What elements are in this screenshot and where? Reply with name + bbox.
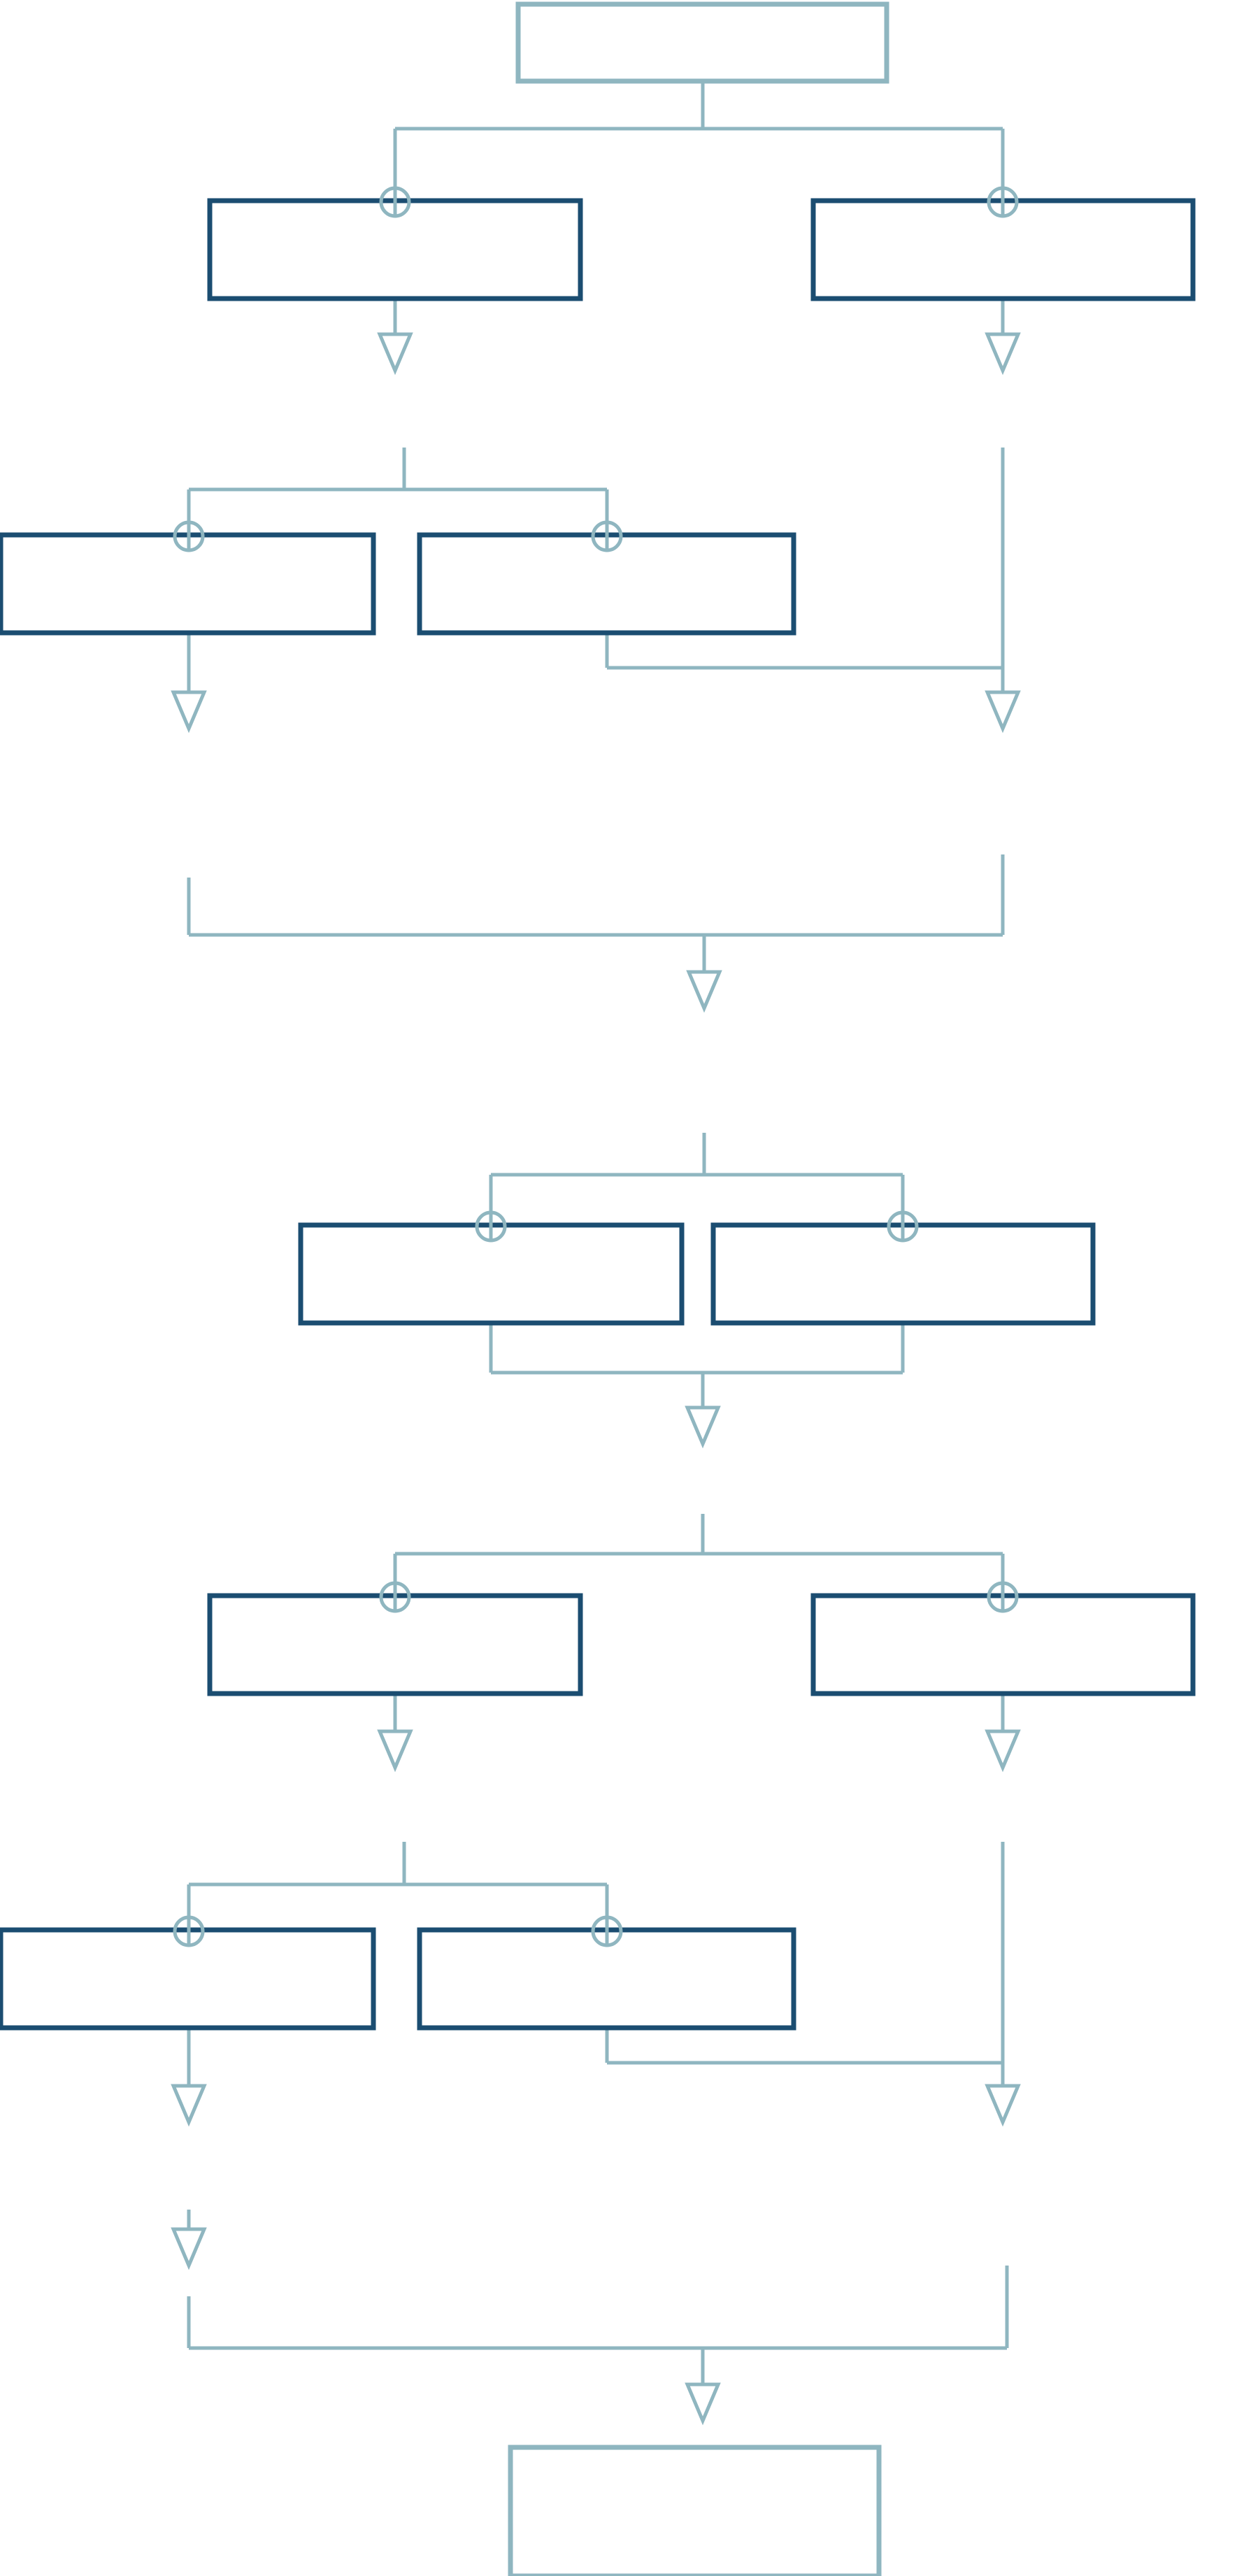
connection-marker-icon[interactable] <box>173 520 205 552</box>
arrowhead-icon <box>985 690 1021 734</box>
arrowhead-layer <box>171 332 1021 2426</box>
arrowhead-icon <box>685 1405 721 1449</box>
connection-marker-icon[interactable] <box>379 1581 411 1613</box>
connection-marker-icon[interactable] <box>591 520 623 552</box>
arrowhead-icon <box>377 332 413 375</box>
arrowhead-icon <box>686 970 722 1013</box>
node-n12[interactable] <box>508 2445 882 2576</box>
connection-marker-icon[interactable] <box>887 1210 919 1243</box>
node-layer <box>0 1 1196 2576</box>
node-n1-rect[interactable] <box>515 1 889 84</box>
connection-marker-icon[interactable] <box>591 1915 623 1947</box>
connection-marker-icon[interactable] <box>475 1210 507 1243</box>
arrowhead-icon <box>377 1729 413 1773</box>
arrowhead-icon <box>985 1729 1021 1773</box>
arrowhead-icon <box>985 2084 1021 2127</box>
node-n12-rect[interactable] <box>508 2445 882 2576</box>
connection-marker-icon[interactable] <box>987 1581 1019 1613</box>
arrowhead-icon <box>171 690 207 734</box>
connection-marker-icon[interactable] <box>987 186 1019 218</box>
connection-marker-layer <box>173 186 1019 1947</box>
connector-layer <box>187 81 1009 2386</box>
arrowhead-icon <box>171 2084 207 2127</box>
arrowhead-icon <box>171 2227 207 2270</box>
arrowhead-icon <box>685 2382 721 2426</box>
arrowhead-icon <box>985 332 1021 375</box>
node-n1[interactable] <box>515 1 889 84</box>
connection-marker-icon[interactable] <box>379 186 411 218</box>
connection-marker-icon[interactable] <box>173 1915 205 1947</box>
